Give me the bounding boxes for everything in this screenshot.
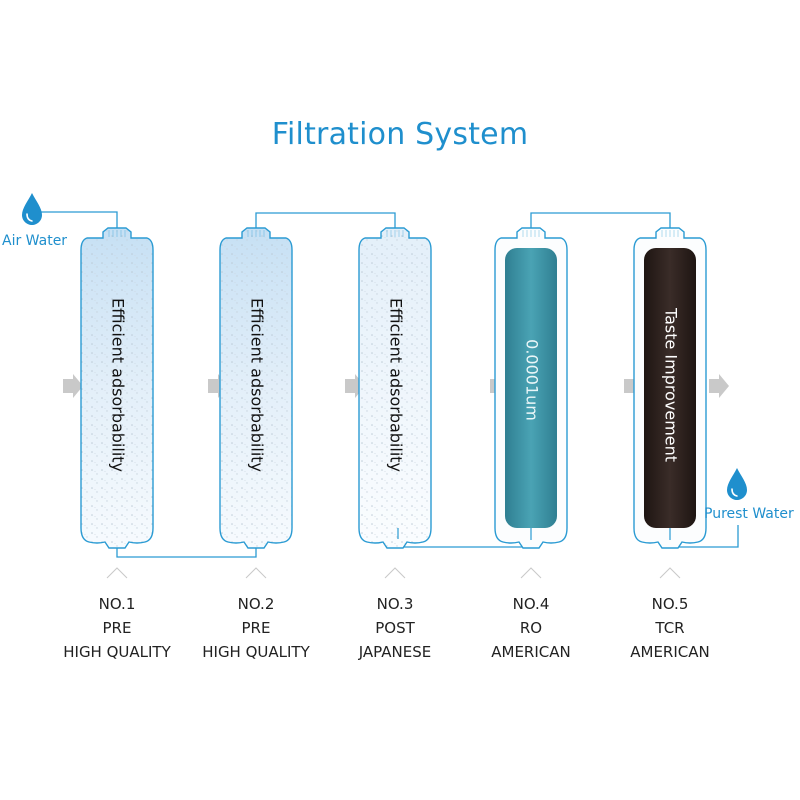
caption-pointer-icon <box>520 567 542 579</box>
caption-pointer-icon <box>384 567 406 579</box>
tcr-carbon-core <box>644 248 696 528</box>
filter-label: Efficient adsorbability <box>387 298 406 472</box>
caption-line: HIGH QUALITY <box>63 643 171 661</box>
pipe-segment <box>255 212 396 228</box>
filter-cartridges: Efficient adsorbability Efficient adsorba… <box>80 227 707 579</box>
caption-pointer-icon <box>245 567 267 579</box>
filter-cartridge: Efficient adsorbability <box>219 227 293 579</box>
filter-label: Taste Improvement <box>662 307 681 462</box>
filter-cartridge: Taste Improvement <box>633 227 707 579</box>
output-water-drop-icon <box>727 468 747 500</box>
caption-line: JAPANESE <box>358 643 432 661</box>
caption-line: POST <box>375 619 415 637</box>
filter-label: Efficient adsorbability <box>248 298 267 472</box>
pipe-segment <box>116 548 257 558</box>
pipe-segment <box>530 212 671 228</box>
caption-line: NO.4 <box>512 595 550 613</box>
output-label: Purest Water <box>704 506 794 522</box>
input-water-drop-icon <box>22 193 42 225</box>
caption-line: AMERICAN <box>630 643 710 661</box>
caption-line: NO.1 <box>98 595 136 613</box>
filter-label: 0.0001um <box>523 339 542 421</box>
caption-line: NO.2 <box>237 595 275 613</box>
flow-arrow-icon <box>63 374 83 398</box>
caption-line: AMERICAN <box>491 643 571 661</box>
pipe-segment <box>33 211 118 228</box>
filter-cartridge: 0.0001um <box>494 227 568 579</box>
caption-line: PRE <box>102 619 132 637</box>
caption-line: RO <box>519 619 543 637</box>
flow-arrow-icon <box>709 374 729 398</box>
caption-line: NO.3 <box>376 595 414 613</box>
filter-label: Efficient adsorbability <box>109 298 128 472</box>
diagram-title: Filtration System <box>271 117 529 152</box>
caption-pointer-icon <box>659 567 681 579</box>
filter-cartridge: Efficient adsorbability <box>80 227 154 579</box>
input-label: Air Water <box>2 233 68 249</box>
caption-pointer-icon <box>106 567 128 579</box>
water-drops <box>22 193 747 500</box>
caption-line: TCR <box>655 619 685 637</box>
caption-line: PRE <box>241 619 271 637</box>
caption-line: HIGH QUALITY <box>202 643 310 661</box>
ro-membrane-core <box>505 248 557 528</box>
filter-cartridge: Efficient adsorbability <box>358 227 432 579</box>
caption-line: NO.5 <box>651 595 689 613</box>
